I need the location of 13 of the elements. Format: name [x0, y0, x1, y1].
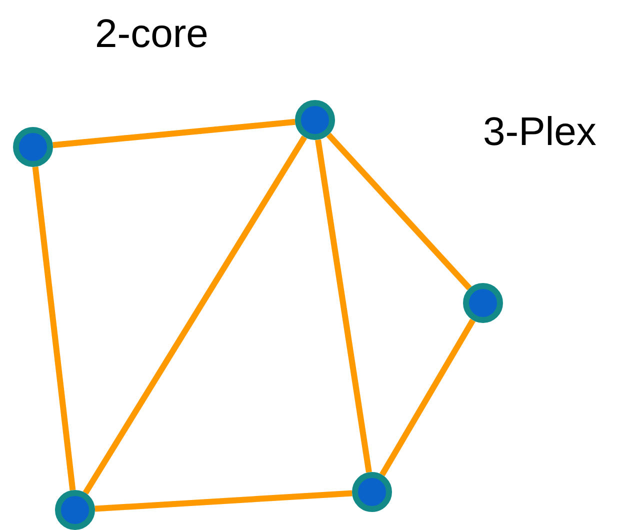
graph-vertex	[352, 472, 392, 512]
graph-label: 3-Plex	[483, 112, 596, 152]
connector-line	[380, 318, 476, 476]
connector-line	[94, 490, 352, 512]
connector-line	[82, 135, 308, 495]
graph-vertex	[13, 127, 53, 167]
graph-vertex	[295, 100, 335, 140]
graph-vertex	[55, 490, 95, 530]
graph-label: 2-core	[95, 14, 208, 54]
connector-line	[315, 139, 372, 473]
connector-line	[52, 118, 296, 148]
connector-line	[32, 166, 76, 490]
graph-vertex	[463, 283, 503, 323]
